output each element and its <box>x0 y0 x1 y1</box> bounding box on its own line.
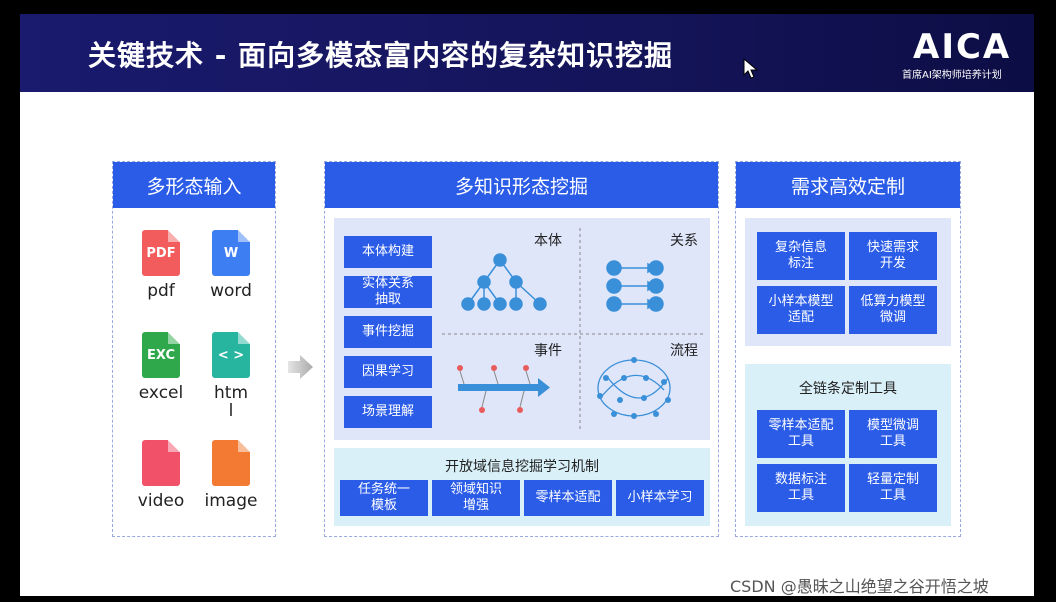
customization-item[interactable]: 小样本模型 适配 <box>757 286 845 334</box>
file-label: pdf <box>147 281 175 301</box>
process-flow-icon <box>597 357 671 419</box>
customization-panel: 需求高效定制 复杂信息 标注快速需求 开发小样本模型 适配低算力模型 微调 全链… <box>735 161 961 537</box>
tool-item[interactable]: 轻量定制 工具 <box>849 464 937 512</box>
tool-item[interactable]: 数据标注 工具 <box>757 464 845 512</box>
aica-logo: AICA <box>913 27 1012 67</box>
customization-panel-title: 需求高效定制 <box>736 162 960 208</box>
file-label: image <box>204 491 258 511</box>
word-file-icon: W <box>212 230 250 276</box>
open-domain-area: 开放域信息挖掘学习机制 任务统一 模板领域知识 增强零样本适配小样本学习 <box>334 448 710 526</box>
watermark: CSDN @愚昧之山绝望之谷开悟之坡 <box>730 577 989 596</box>
file-label: word <box>210 281 252 301</box>
customization-area: 复杂信息 标注快速需求 开发小样本模型 适配低算力模型 微调 <box>745 218 951 346</box>
knowledge-forms-area: 本体构建实体关系 抽取事件挖掘因果学习场景理解 本体 关系 事件 流程 <box>334 218 710 440</box>
mining-panel-title: 多知识形态挖掘 <box>325 162 718 208</box>
file-item[interactable]: image <box>201 440 261 510</box>
file-item[interactable]: EXC excel <box>131 332 191 402</box>
open-domain-item[interactable]: 领域知识 增强 <box>432 480 520 516</box>
mining-panel: 多知识形态挖掘 本体构建实体关系 抽取事件挖掘因果学习场景理解 本体 关系 事件… <box>324 161 719 537</box>
method-button[interactable]: 场景理解 <box>344 396 432 428</box>
event-timeline-icon <box>457 365 550 413</box>
relation-graph-icon <box>606 260 664 312</box>
tools-title: 全链条定制工具 <box>799 381 897 397</box>
open-domain-title: 开放域信息挖掘学习机制 <box>445 459 599 475</box>
file-type-tag: < > <box>217 348 245 363</box>
html-file-icon: < > <box>212 332 250 378</box>
method-button[interactable]: 实体关系 抽取 <box>344 276 432 308</box>
process-label: 流程 <box>670 343 698 359</box>
logo-subtitle: 首席AI架构师培养计划 <box>902 70 1002 81</box>
customization-item[interactable]: 快速需求 开发 <box>849 232 937 280</box>
mouse-cursor-icon <box>743 58 759 79</box>
open-domain-item[interactable]: 零样本适配 <box>524 480 612 516</box>
pdf-file-icon: PDF <box>142 230 180 276</box>
excel-file-icon: EXC <box>142 332 180 378</box>
file-item[interactable]: video <box>131 440 191 510</box>
event-label: 事件 <box>534 343 562 359</box>
image-file-icon <box>212 440 250 486</box>
slide: 关键技术 - 面向多模态富内容的复杂知识挖掘 AICA 首席AI架构师培养计划 … <box>20 14 1034 596</box>
slide-title: 关键技术 - 面向多模态富内容的复杂知识挖掘 <box>88 39 674 72</box>
file-item[interactable]: PDF pdf <box>131 230 191 300</box>
file-label: video <box>137 491 185 511</box>
knowledge-diagrams <box>442 228 704 432</box>
open-domain-item[interactable]: 任务统一 模板 <box>340 480 428 516</box>
open-domain-item[interactable]: 小样本学习 <box>616 480 704 516</box>
method-button[interactable]: 事件挖掘 <box>344 316 432 348</box>
tool-item[interactable]: 模型微调 工具 <box>849 410 937 458</box>
input-panel-title: 多形态输入 <box>113 162 275 208</box>
slide-header: 关键技术 - 面向多模态富内容的复杂知识挖掘 AICA 首席AI架构师培养计划 <box>20 14 1034 92</box>
file-type-tag: PDF <box>146 246 176 261</box>
tool-item[interactable]: 零样本适配 工具 <box>757 410 845 458</box>
file-type-tag: EXC <box>147 348 175 363</box>
ontology-label: 本体 <box>534 233 562 249</box>
file-label: htm l <box>214 383 248 421</box>
ontology-tree-icon <box>461 253 547 311</box>
arrow-right-icon <box>288 355 313 379</box>
customization-item[interactable]: 复杂信息 标注 <box>757 232 845 280</box>
video-file-icon <box>142 440 180 486</box>
customization-item[interactable]: 低算力模型 微调 <box>849 286 937 334</box>
file-item[interactable]: < > htm l <box>201 332 261 420</box>
file-label: excel <box>138 383 184 403</box>
relation-label: 关系 <box>670 233 698 249</box>
method-button[interactable]: 因果学习 <box>344 356 432 388</box>
file-type-tag: W <box>223 246 239 261</box>
method-button[interactable]: 本体构建 <box>344 236 432 268</box>
tools-area: 全链条定制工具 零样本适配 工具模型微调 工具数据标注 工具轻量定制 工具 <box>745 364 951 526</box>
